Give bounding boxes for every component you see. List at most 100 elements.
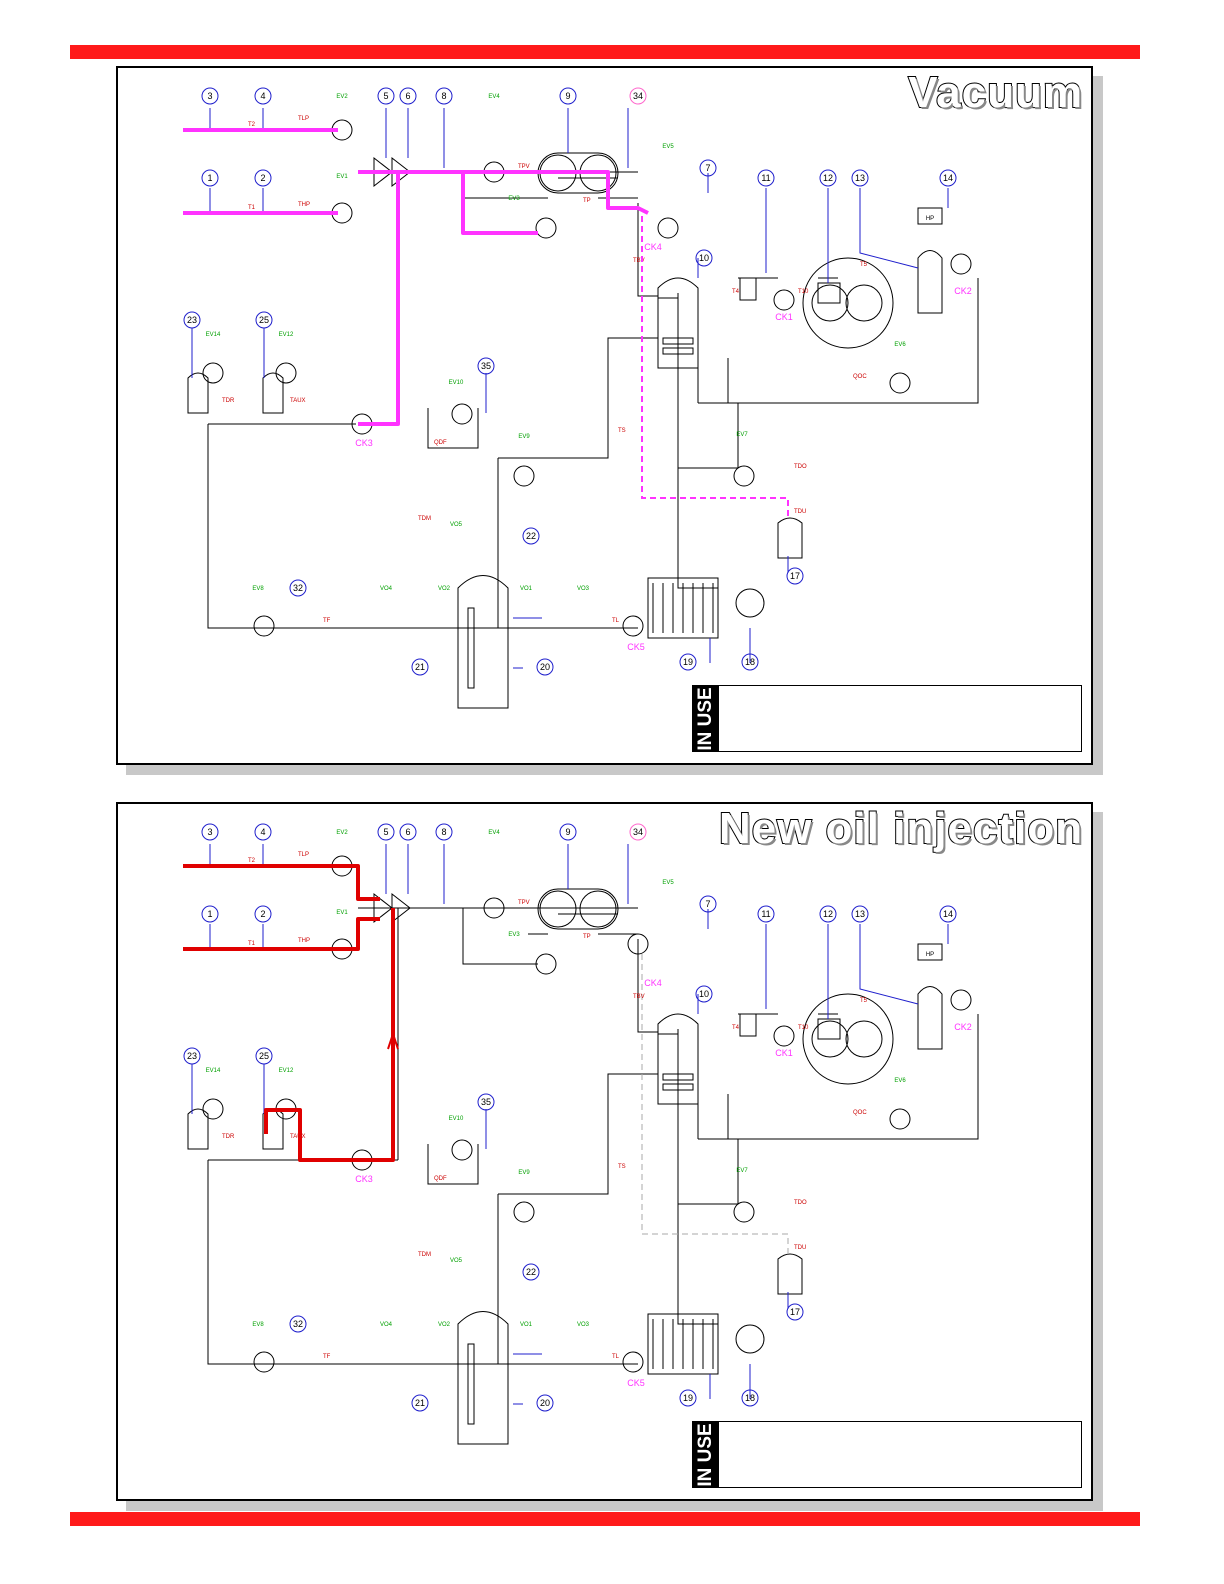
svg-text:EV9: EV9	[518, 1170, 530, 1176]
magenta-circle: 34	[629, 87, 647, 105]
svg-text:EV3: EV3	[508, 932, 520, 938]
svg-text:TDR: TDR	[222, 398, 235, 404]
svg-text:TDM: TDM	[418, 516, 431, 522]
svg-text:EV5: EV5	[662, 880, 674, 886]
blue-leaders	[191, 108, 949, 669]
svg-text:3: 3	[207, 91, 212, 101]
svg-text:35: 35	[481, 1097, 491, 1107]
svg-text:18: 18	[745, 1393, 755, 1403]
svg-text:TDU: TDU	[794, 1245, 806, 1251]
svg-text:CK4: CK4	[644, 242, 662, 252]
svg-text:QDF: QDF	[434, 440, 447, 446]
svg-text:EV1: EV1	[336, 910, 348, 916]
svg-text:32: 32	[293, 583, 303, 593]
svg-text:VO5: VO5	[450, 522, 463, 528]
svg-text:EV14: EV14	[206, 1068, 221, 1074]
svg-text:TPV: TPV	[518, 900, 530, 906]
in-use-box: IN USE	[692, 685, 1082, 752]
svg-text:EV4: EV4	[488, 94, 500, 100]
svg-text:EV10: EV10	[449, 1116, 464, 1122]
top-red-bar	[70, 45, 1140, 59]
svg-text:13: 13	[855, 173, 865, 183]
svg-text:25: 25	[259, 315, 269, 325]
svg-text:1: 1	[207, 173, 212, 183]
valve-symbols	[202, 855, 972, 1373]
schematic-base	[187, 119, 979, 709]
svg-text:9: 9	[565, 91, 570, 101]
panel-vacuum: Vacuum	[116, 66, 1093, 765]
svg-text:TDU: TDU	[794, 509, 806, 515]
svg-text:TDM: TDM	[418, 1252, 431, 1258]
svg-text:HP: HP	[926, 952, 934, 958]
svg-text:QOC: QOC	[853, 374, 867, 380]
svg-text:VO4: VO4	[380, 586, 393, 592]
svg-text:5: 5	[383, 91, 388, 101]
svg-text:T1: T1	[248, 205, 256, 211]
svg-text:21: 21	[415, 662, 425, 672]
svg-text:34: 34	[633, 827, 643, 837]
svg-text:EV5: EV5	[662, 144, 674, 150]
svg-text:8: 8	[441, 91, 446, 101]
svg-text:19: 19	[683, 657, 693, 667]
svg-text:QDF: QDF	[434, 1176, 447, 1182]
svg-text:TF: TF	[323, 1354, 331, 1360]
svg-text:VO5: VO5	[450, 1258, 463, 1264]
svg-text:EV10: EV10	[449, 380, 464, 386]
oil-path	[183, 864, 399, 1162]
svg-text:13: 13	[855, 909, 865, 919]
svg-text:T5: T5	[860, 998, 868, 1004]
svg-text:TL: TL	[612, 618, 620, 624]
svg-text:17: 17	[790, 1307, 800, 1317]
svg-text:CK5: CK5	[627, 1378, 645, 1388]
svg-text:TAUX: TAUX	[290, 1134, 306, 1140]
svg-text:EV8: EV8	[252, 1322, 264, 1328]
svg-text:TLP: TLP	[298, 852, 309, 858]
svg-text:VO2: VO2	[438, 1322, 451, 1328]
svg-text:CK2: CK2	[954, 286, 972, 296]
svg-text:7: 7	[705, 163, 710, 173]
svg-text:32: 32	[293, 1319, 303, 1329]
svg-text:6: 6	[405, 827, 410, 837]
svg-text:18: 18	[745, 657, 755, 667]
svg-text:TP: TP	[583, 198, 591, 204]
svg-text:VO1: VO1	[520, 1322, 533, 1328]
svg-text:7: 7	[705, 899, 710, 909]
svg-text:5: 5	[383, 827, 388, 837]
svg-text:22: 22	[526, 1267, 536, 1277]
svg-text:QOC: QOC	[853, 1110, 867, 1116]
svg-text:10: 10	[699, 253, 709, 263]
panel-new-oil-injection: New oil injection	[116, 802, 1093, 1501]
svg-text:EV9: EV9	[518, 434, 530, 440]
svg-text:12: 12	[823, 173, 833, 183]
svg-text:THP: THP	[298, 938, 310, 944]
svg-text:9: 9	[565, 827, 570, 837]
svg-text:34: 34	[633, 91, 643, 101]
svg-text:HP: HP	[926, 216, 934, 222]
svg-text:CK3: CK3	[355, 438, 373, 448]
svg-text:TPV: TPV	[518, 164, 530, 170]
svg-text:TL: TL	[612, 1354, 620, 1360]
svg-text:20: 20	[540, 662, 550, 672]
svg-text:T5: T5	[860, 262, 868, 268]
svg-text:VO2: VO2	[438, 586, 451, 592]
svg-text:VO1: VO1	[520, 586, 533, 592]
svg-text:4: 4	[260, 827, 265, 837]
schematic-base	[187, 855, 979, 1445]
svg-text:12: 12	[823, 909, 833, 919]
svg-text:EV12: EV12	[279, 1068, 294, 1074]
svg-text:EV14: EV14	[206, 332, 221, 338]
svg-text:TDO: TDO	[794, 464, 807, 470]
svg-text:EV7: EV7	[736, 432, 748, 438]
svg-text:EV1: EV1	[336, 174, 348, 180]
svg-text:CK1: CK1	[775, 1048, 793, 1058]
svg-text:TBV: TBV	[633, 994, 645, 1000]
svg-text:TS: TS	[618, 428, 626, 434]
